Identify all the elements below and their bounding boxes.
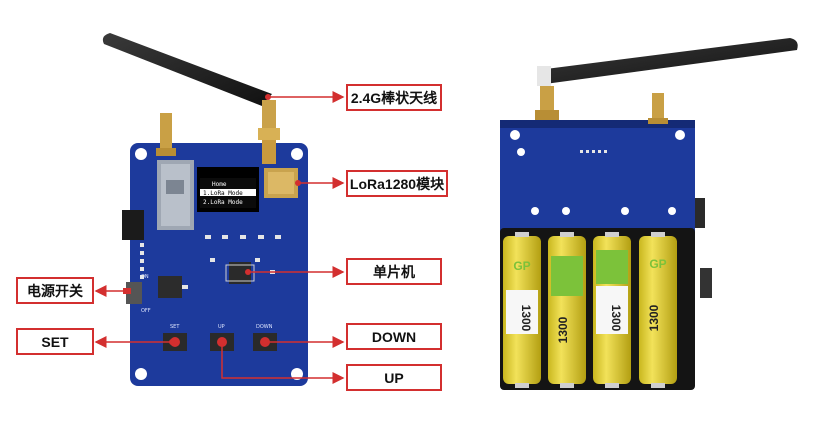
label-up: UP	[346, 364, 442, 391]
callout-arrows	[94, 91, 345, 384]
battery-capacity: 1300	[556, 316, 570, 343]
oled-display: Home 1.LoRa Mode 2.LoRa Mode	[197, 167, 259, 212]
dc-jack	[122, 210, 144, 240]
battery-capacity: 1300	[609, 305, 623, 332]
battery-brand: GP	[513, 259, 530, 273]
regulator-chip	[158, 276, 182, 298]
silk-set: SET	[170, 324, 180, 330]
battery-2: 1300	[548, 236, 586, 384]
mount-hole	[135, 368, 147, 380]
rf-module	[157, 160, 194, 230]
side-connector	[695, 198, 705, 228]
mount-hole	[135, 148, 147, 160]
battery-3: 1300	[593, 236, 631, 384]
back-holes	[510, 130, 685, 215]
rod-antenna-front	[102, 33, 280, 164]
silk-on: ON	[141, 274, 149, 280]
front-board: Home 1.LoRa Mode 2.LoRa Mode	[102, 33, 308, 386]
rod-antenna-back	[535, 38, 798, 120]
label-set: SET	[16, 328, 94, 355]
battery-capacity: 1300	[647, 304, 661, 331]
silk-off: OFF	[141, 308, 151, 314]
side-switch	[700, 268, 712, 298]
sma-connector	[156, 113, 176, 156]
back-board: GP 1300 1300 1300 GP 1300	[500, 38, 798, 390]
label-lora-module: LoRa1280模块	[346, 170, 448, 197]
mount-hole	[291, 368, 303, 380]
label-antenna: 2.4G棒状天线	[346, 84, 442, 111]
back-pads	[580, 150, 607, 153]
battery-brand: GP	[649, 257, 666, 271]
lora-module-chip	[264, 168, 298, 198]
battery-1: GP 1300	[503, 236, 541, 384]
oled-line-1: Home	[212, 181, 227, 188]
battery-4: GP 1300	[639, 236, 677, 384]
sma-connector-back	[648, 93, 668, 124]
arrow-up	[221, 342, 345, 384]
pin-header	[140, 243, 144, 279]
mount-hole	[291, 148, 303, 160]
mcu-chip	[225, 262, 255, 284]
label-power-switch: 电源开关	[16, 277, 94, 304]
silk-up: UP	[218, 324, 225, 330]
arrow-dots	[123, 94, 301, 345]
silk-down: DOWN	[256, 324, 273, 330]
oled-line-2: 1.LoRa Mode	[203, 190, 243, 197]
label-down: DOWN	[346, 323, 442, 350]
oled-line-3: 2.LoRa Mode	[203, 199, 243, 206]
label-mcu: 单片机	[346, 258, 442, 285]
battery-terminals	[515, 232, 665, 388]
battery-capacity: 1300	[519, 305, 533, 332]
